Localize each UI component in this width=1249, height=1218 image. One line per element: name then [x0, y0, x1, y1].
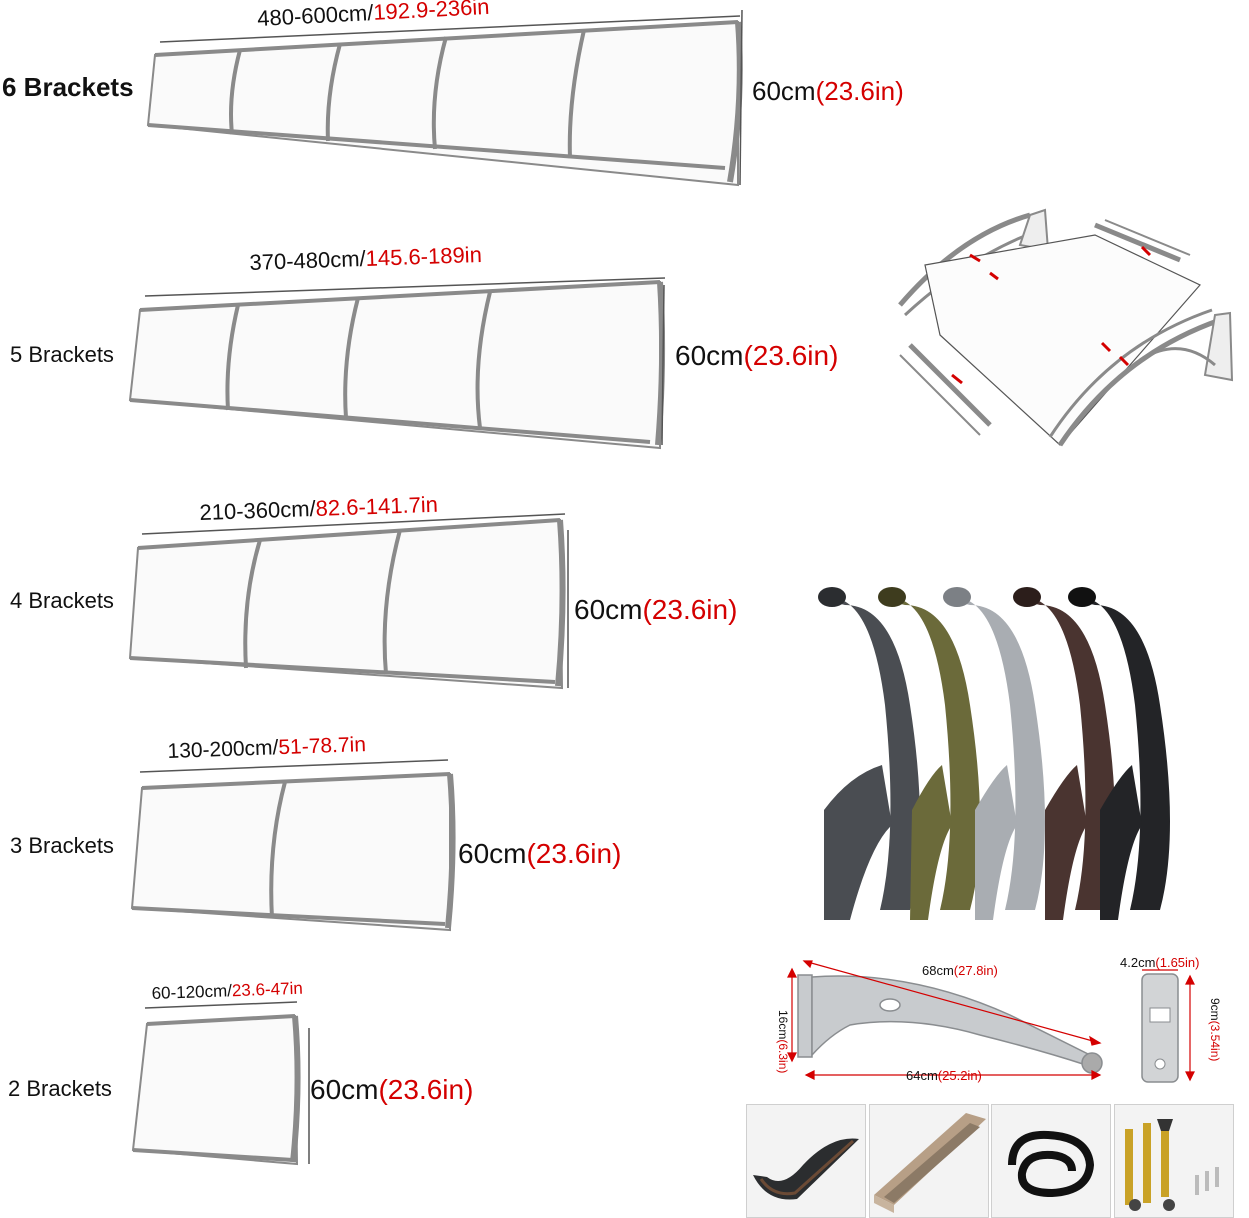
assembly-exploded-diagram [898, 208, 1234, 447]
canopy-5-label: 5 Brackets [10, 342, 114, 367]
canopy-3-label: 3 Brackets [10, 833, 114, 858]
bracket-length-label: 68cm(27.8in) [922, 963, 998, 978]
mounting-plate-drawing [1141, 969, 1195, 1083]
canopy-4-drawing [128, 513, 569, 690]
bracket-color-1 [818, 587, 920, 920]
accessory-seal-thumb [991, 1104, 1111, 1218]
bracket-base-label: 64cm(25.2in) [906, 1068, 982, 1083]
accessory-bolts-thumb [1114, 1104, 1234, 1218]
canopy-6-height-label: 60cm(23.6in) [752, 76, 904, 106]
bracket-height-label: 16cm(6.3in) [776, 1010, 790, 1074]
bracket-color-4 [1013, 587, 1115, 920]
canopy-5-height-label: 60cm(23.6in) [675, 340, 839, 371]
color-brackets-row [818, 587, 1170, 920]
plate-width-label: 4.2cm(1.65in) [1120, 955, 1200, 970]
bracket-color-3 [943, 587, 1045, 920]
plate-height-label: 9cm(3.54in) [1208, 998, 1222, 1062]
canopy-6-label: 6 Brackets [2, 72, 134, 102]
canopy-3-drawing [130, 759, 456, 932]
canopy-2-height-label: 60cm(23.6in) [310, 1074, 474, 1105]
canopy-3-height-label: 60cm(23.6in) [458, 838, 622, 869]
canopy-4-height-label: 60cm(23.6in) [574, 594, 738, 625]
bracket-color-5 [1068, 587, 1170, 920]
canopy-6-drawing [146, 9, 743, 187]
canopy-2-drawing [131, 1001, 310, 1166]
bracket-color-2 [878, 587, 980, 920]
canopy-2-label: 2 Brackets [8, 1076, 112, 1101]
bracket-dimension-drawing [787, 960, 1103, 1080]
accessory-gutter-thumb [746, 1104, 866, 1218]
canopy-4-label: 4 Brackets [10, 588, 114, 613]
canopy-5-drawing [128, 277, 666, 450]
accessory-rail-thumb [869, 1104, 989, 1218]
